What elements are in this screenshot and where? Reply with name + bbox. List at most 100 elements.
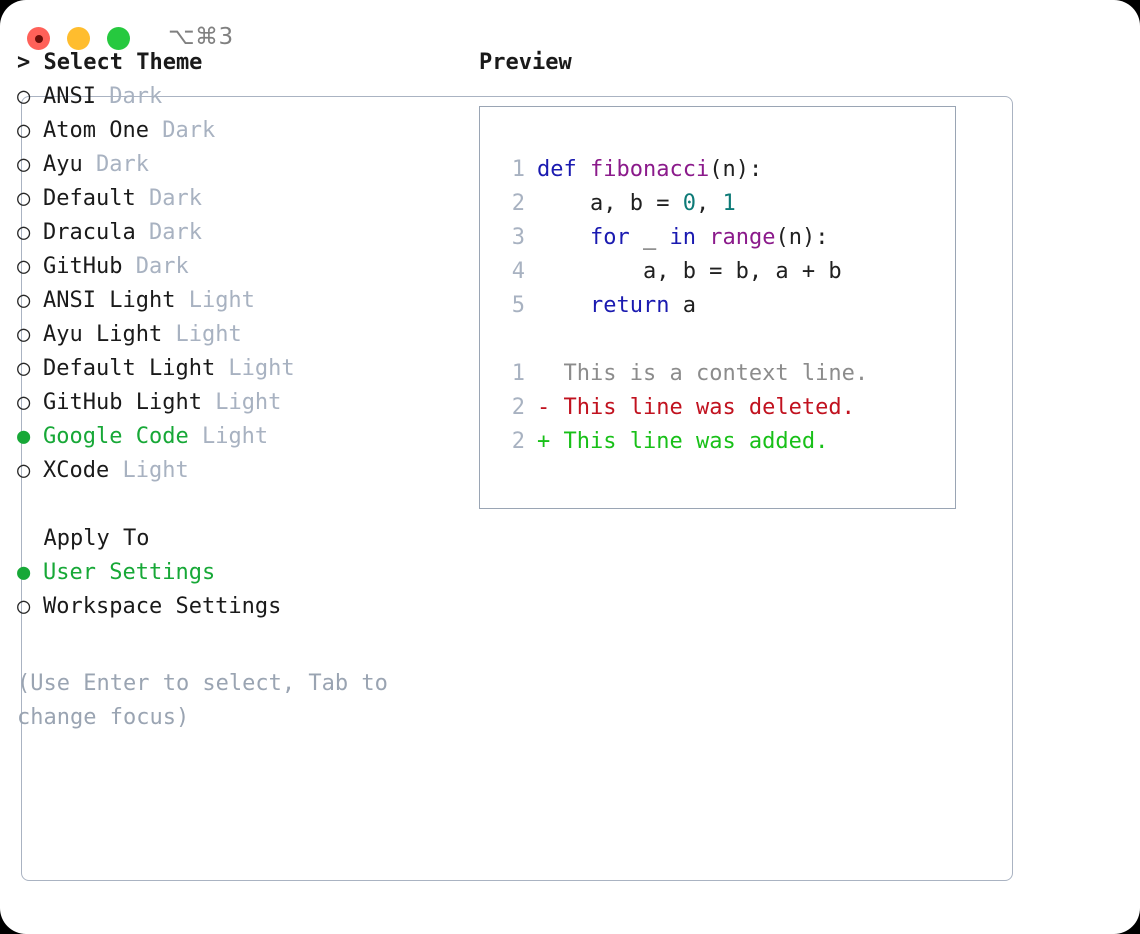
- theme-option-name: Ayu Light: [43, 322, 163, 347]
- diff-text: This line was added.: [563, 429, 829, 454]
- radio-unselected-icon[interactable]: ○: [17, 390, 31, 415]
- close-window-icon[interactable]: [27, 27, 50, 50]
- theme-option-row[interactable]: ○ Default Light Light: [17, 352, 447, 386]
- keyboard-shortcut-label: ⌥⌘3: [168, 24, 234, 50]
- theme-variant-badge: Dark: [148, 118, 216, 143]
- theme-option-row[interactable]: ● Google Code Light: [17, 420, 447, 454]
- code-token: range: [709, 225, 776, 250]
- radio-unselected-icon[interactable]: ○: [17, 458, 31, 483]
- code-line: 4 a, b = b, a + b: [499, 255, 956, 289]
- code-token: 0: [682, 191, 696, 216]
- line-number: 3: [511, 225, 525, 250]
- theme-option-row[interactable]: ○ Ayu Dark: [17, 148, 447, 182]
- diff-marker: [537, 361, 564, 386]
- radio-unselected-icon[interactable]: ○: [17, 288, 31, 313]
- preview-column: Preview: [479, 46, 572, 80]
- theme-variant-badge: Light: [175, 288, 255, 313]
- radio-unselected-icon[interactable]: ○: [17, 356, 31, 381]
- keyboard-hint-text: (Use Enter to select, Tab to change focu…: [17, 671, 388, 730]
- theme-option-name: GitHub Light: [43, 390, 202, 415]
- apply-to-header: Apply To: [17, 526, 150, 551]
- theme-variant-badge: Light: [201, 390, 282, 415]
- code-token: for: [589, 225, 630, 250]
- code-token: 1: [722, 191, 736, 216]
- apply-to-option-name: Workspace Settings: [43, 594, 282, 619]
- theme-variant-badge: Dark: [135, 220, 202, 245]
- diff-line: 2 + This line was added.: [499, 425, 956, 459]
- minimize-window-icon[interactable]: [67, 27, 90, 50]
- line-number: 5: [511, 293, 525, 318]
- theme-option-row[interactable]: ○Atom One Dark: [17, 114, 447, 148]
- code-line: 5 return a: [499, 289, 956, 323]
- theme-option-row[interactable]: ○ANSI Dark: [17, 80, 447, 114]
- code-blank-line: [499, 323, 956, 357]
- apply-to-option-list: ●User Settings ○ Workspace Settings: [17, 556, 447, 624]
- diff-marker: +: [537, 429, 564, 454]
- theme-option-name: Ayu: [43, 152, 83, 177]
- theme-option-name: ANSI Light: [43, 288, 176, 313]
- line-number: 2: [511, 429, 525, 454]
- theme-variant-badge: Light: [162, 322, 242, 347]
- radio-unselected-icon[interactable]: ○: [17, 322, 31, 347]
- code-line: 3 for _ in range(n):: [499, 221, 956, 255]
- preview-header: Preview: [479, 50, 572, 75]
- code-token: def: [537, 157, 577, 182]
- theme-variant-badge: Dark: [122, 254, 189, 279]
- theme-option-name: GitHub: [43, 254, 123, 279]
- diff-text: This is a context line.: [563, 361, 869, 386]
- theme-option-name: Default Light: [43, 356, 216, 381]
- diff-line: 1 This is a context line.: [499, 357, 956, 391]
- diff-marker: -: [537, 395, 564, 420]
- radio-unselected-icon[interactable]: ○: [17, 594, 31, 619]
- diff-line: 2- This line was deleted.: [499, 391, 956, 425]
- code-token: return: [589, 293, 670, 318]
- theme-option-row[interactable]: ○ Dracula Dark: [17, 216, 447, 250]
- theme-variant-badge: Light: [215, 356, 295, 381]
- line-number: 1: [511, 361, 525, 386]
- theme-option-list: ○ANSI Dark○Atom One Dark○Ayu Dark○Defaul…: [17, 80, 447, 488]
- list-spacer: [17, 488, 447, 522]
- apply-to-option-row[interactable]: ○ Workspace Settings: [17, 590, 447, 624]
- theme-option-row[interactable]: ○ GitHub Dark: [17, 250, 447, 284]
- radio-unselected-icon[interactable]: ○: [17, 152, 31, 177]
- radio-selected-icon[interactable]: ●: [17, 560, 31, 585]
- code-token: [696, 225, 709, 250]
- code-token: a: [669, 293, 696, 318]
- radio-unselected-icon[interactable]: ○: [17, 254, 31, 279]
- theme-picker-column: > Select Theme ○ANSI Dark○Atom One Dark○…: [17, 46, 447, 624]
- maximize-window-icon[interactable]: [107, 27, 130, 50]
- select-theme-header: > Select Theme: [17, 50, 203, 75]
- line-number: 2: [511, 191, 525, 216]
- theme-option-name: Google Code: [43, 424, 189, 449]
- theme-option-row[interactable]: ○ Default Dark: [17, 182, 447, 216]
- code-token: a, b =: [537, 191, 683, 216]
- theme-variant-badge: Dark: [82, 152, 149, 177]
- theme-option-row[interactable]: ○ GitHub Light Light: [17, 386, 447, 420]
- code-token: (n):: [775, 225, 829, 250]
- theme-variant-badge: Light: [109, 458, 189, 483]
- title-bar: ⌥⌘3: [0, 0, 1140, 78]
- code-token: fibonacci: [590, 157, 710, 182]
- theme-option-row[interactable]: ○ Ayu Light Light: [17, 318, 447, 352]
- theme-variant-badge: Dark: [135, 186, 202, 211]
- radio-unselected-icon[interactable]: ○: [17, 84, 31, 109]
- theme-option-row[interactable]: ○ XCode Light: [17, 454, 447, 488]
- theme-selector-panel: [21, 96, 1013, 881]
- code-line: 2 a, b = 0, 1: [499, 187, 956, 221]
- radio-unselected-icon[interactable]: ○: [17, 186, 31, 211]
- code-token: _: [629, 225, 670, 250]
- code-token: [577, 157, 590, 182]
- theme-option-row[interactable]: ○ ANSI Light Light: [17, 284, 447, 318]
- theme-variant-badge: Light: [188, 424, 269, 449]
- theme-option-name: Dracula: [43, 220, 136, 245]
- radio-unselected-icon[interactable]: ○: [17, 220, 31, 245]
- code-token: (n):: [709, 157, 763, 182]
- radio-unselected-icon[interactable]: ○: [17, 118, 31, 143]
- code-token: in: [669, 225, 696, 250]
- theme-option-name: XCode: [43, 458, 110, 483]
- radio-selected-icon[interactable]: ●: [17, 424, 31, 449]
- apply-to-option-row[interactable]: ●User Settings: [17, 556, 447, 590]
- theme-option-name: Default: [43, 186, 136, 211]
